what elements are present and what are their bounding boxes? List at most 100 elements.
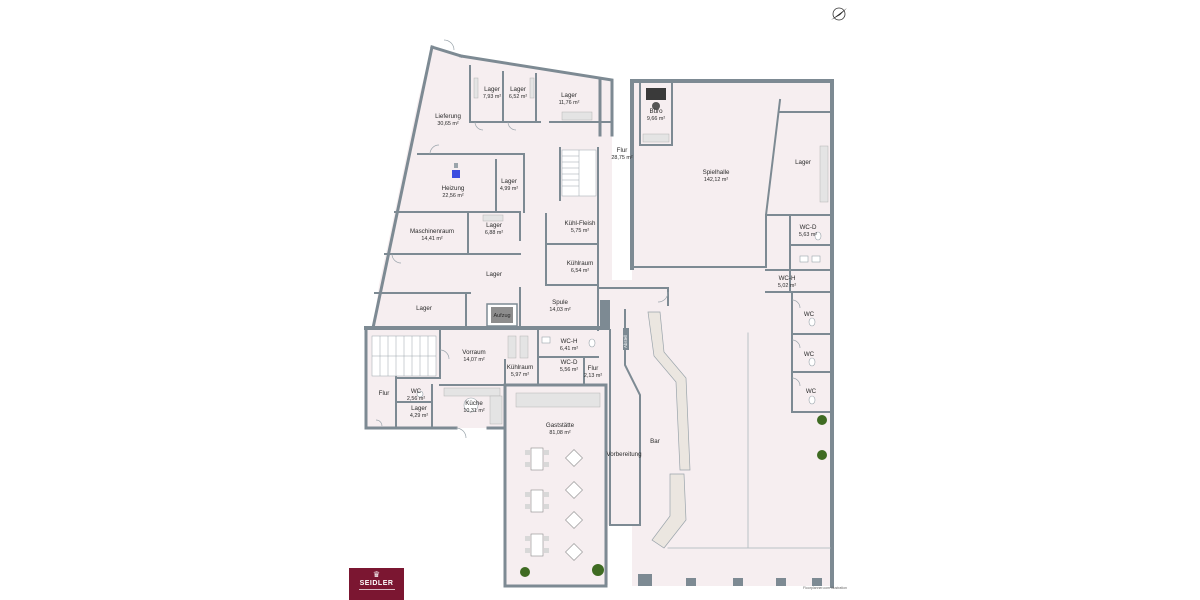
room-lager-8: Lager bbox=[795, 159, 811, 166]
room-aufzug: Aufzug bbox=[493, 313, 510, 319]
door-heizung bbox=[429, 144, 440, 155]
room-name: WC-H bbox=[561, 338, 578, 345]
room-name: Vorraum bbox=[462, 349, 485, 356]
wall-north-wing-west bbox=[371, 45, 434, 330]
room-area: 30,65 m² bbox=[437, 121, 458, 127]
room-name: Heizung bbox=[442, 185, 465, 192]
chair-1d bbox=[544, 462, 549, 467]
stairs-left bbox=[371, 335, 437, 377]
bar-counter-south bbox=[651, 473, 687, 549]
room-name: Kühlraum bbox=[507, 364, 533, 371]
floor-north-wing bbox=[373, 47, 612, 328]
sink-1 bbox=[799, 255, 809, 263]
room-name: WC bbox=[804, 351, 815, 358]
compass-icon bbox=[831, 7, 847, 21]
room-kuehlraum-2: Kühlraum 5,97 m² bbox=[507, 364, 533, 378]
room-name: Büro bbox=[649, 108, 663, 115]
door-vorraum bbox=[439, 349, 450, 360]
door-kueche bbox=[455, 427, 467, 439]
dining-furniture bbox=[525, 447, 583, 561]
room-name: Vorbereitung bbox=[606, 451, 642, 458]
wall-buero bbox=[639, 80, 673, 146]
shelf-buero bbox=[642, 133, 670, 143]
wall-stub-6 bbox=[600, 300, 610, 330]
wall-main-outer bbox=[630, 79, 834, 588]
sink-3 bbox=[541, 336, 551, 344]
room-flur-2: Flur 2,13 m² bbox=[584, 365, 602, 379]
compass-needle bbox=[831, 8, 847, 20]
room-kueche: Küche 10,31 m² bbox=[463, 400, 484, 414]
dining-table-long-2 bbox=[525, 489, 549, 513]
kitchen-unit bbox=[489, 395, 503, 425]
plant-2 bbox=[817, 450, 827, 460]
shelf-lager1 bbox=[473, 77, 479, 99]
room-wc-1: WC bbox=[804, 311, 815, 318]
room-spule: Spule 14,03 m² bbox=[549, 299, 570, 313]
shelves bbox=[443, 77, 829, 425]
shelf-lager5 bbox=[482, 214, 504, 222]
room-name: Spule bbox=[552, 299, 568, 306]
room-area: 14,03 m² bbox=[549, 307, 570, 313]
wall-north-wing-outer bbox=[459, 54, 614, 137]
toilet-6 bbox=[416, 390, 424, 398]
chair-3b bbox=[525, 548, 530, 553]
chair-2d bbox=[544, 504, 549, 509]
toilet-3 bbox=[808, 395, 816, 405]
room-lager-5: Lager 6,88 m² bbox=[485, 222, 503, 236]
doors bbox=[375, 39, 801, 439]
room-lager-7: Lager bbox=[416, 305, 432, 312]
room-name: Flur bbox=[379, 390, 390, 397]
room-area: 4,29 m² bbox=[410, 413, 428, 419]
room-name: Kühl-Fleish bbox=[565, 220, 597, 227]
room-area: 14,07 m² bbox=[463, 357, 484, 363]
room-wc-4: WC 2,56 m² bbox=[407, 388, 425, 402]
chair-2b bbox=[525, 504, 530, 509]
office-desk bbox=[646, 88, 666, 100]
corridor-vertical-labels: Abstell bbox=[623, 328, 629, 350]
table-long-1 bbox=[530, 447, 544, 471]
room-buero: Büro 9,66 m² bbox=[647, 108, 665, 122]
dining-table-square-1 bbox=[565, 449, 583, 467]
chair-2c bbox=[544, 492, 549, 497]
room-vorbereitung: Vorbereitung bbox=[606, 451, 642, 458]
room-area: 81,08 m² bbox=[549, 430, 570, 436]
compass-ring bbox=[832, 7, 846, 21]
room-area: 9,66 m² bbox=[647, 116, 665, 122]
room-name: Flur bbox=[588, 365, 599, 372]
room-heizung: Heizung 22,56 m² bbox=[442, 185, 465, 199]
room-name: Maschinenraum bbox=[410, 228, 454, 235]
room-area: 5,75 m² bbox=[571, 228, 589, 234]
plant-4 bbox=[592, 564, 604, 576]
room-area: 2,56 m² bbox=[407, 396, 425, 402]
room-flur-1: Flur 28,75 m² bbox=[611, 147, 632, 161]
room-lager-4: Lager 4,99 m² bbox=[500, 178, 518, 192]
room-name: Lager bbox=[795, 159, 811, 166]
gast-counter bbox=[515, 392, 601, 408]
room-area: 6,41 m² bbox=[560, 346, 578, 352]
bar-counter bbox=[647, 311, 691, 471]
room-area: 7,93 m² bbox=[483, 94, 501, 100]
exterior-stubs bbox=[600, 300, 822, 586]
room-name: Bar bbox=[650, 438, 660, 445]
room-area: 11,76 m² bbox=[559, 100, 580, 106]
room-area: 5,56 m² bbox=[560, 367, 578, 373]
room-kuehlraum-1: Kühlraum 6,54 m² bbox=[567, 260, 593, 274]
room-lager-3: Lager 11,76 m² bbox=[559, 92, 580, 106]
room-name: Gaststätte bbox=[546, 422, 575, 429]
room-name: Lager bbox=[411, 405, 427, 412]
room-name: WC-D bbox=[800, 224, 817, 231]
room-name: Lager bbox=[486, 222, 502, 229]
room-name: Lager bbox=[501, 178, 517, 185]
floor-gaststaette bbox=[505, 385, 608, 585]
vertical-tag-text: Abstell bbox=[623, 335, 628, 348]
toilet-2 bbox=[808, 357, 816, 367]
room-wc-d-2: WC-D 5,56 m² bbox=[560, 359, 578, 373]
dining-table-square-4 bbox=[565, 543, 583, 561]
room-name: Lager bbox=[486, 271, 502, 278]
room-area: 6,88 m² bbox=[485, 230, 503, 236]
room-name: Lieferung bbox=[435, 113, 461, 120]
room-flur-3: Flur bbox=[379, 390, 390, 397]
room-area: 22,56 m² bbox=[442, 193, 463, 199]
door-wc-1 bbox=[791, 299, 801, 309]
chair-1b bbox=[525, 462, 530, 467]
